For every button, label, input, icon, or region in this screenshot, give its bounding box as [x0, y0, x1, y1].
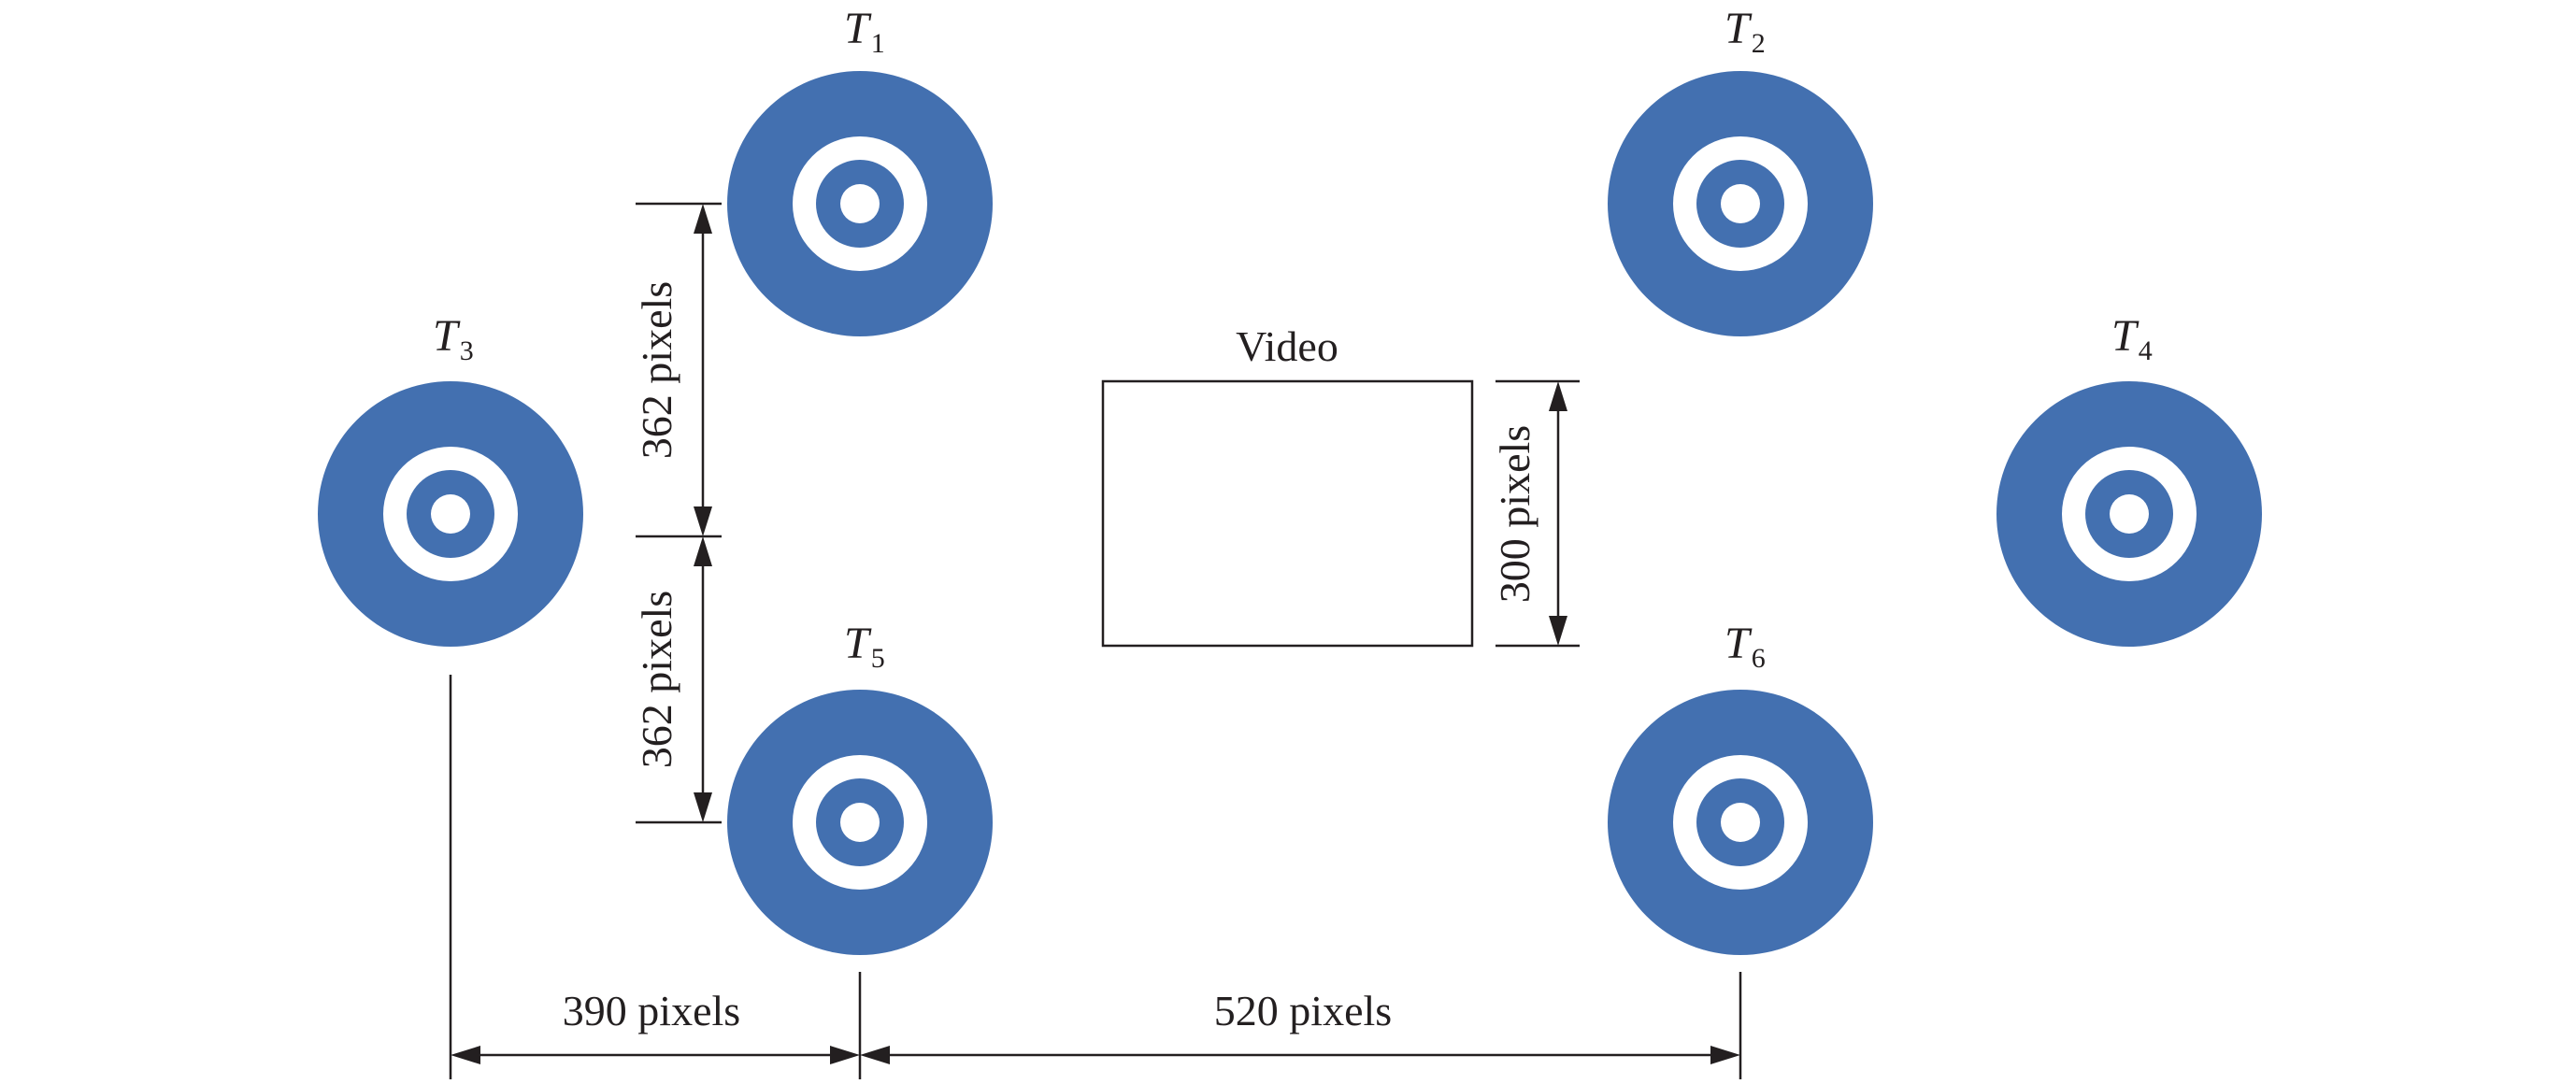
arrowhead	[694, 204, 712, 234]
target-t5	[727, 690, 993, 955]
dim-label-t5-to-t6: 520 pixels	[1214, 987, 1392, 1034]
target-label-t5: T5	[844, 619, 885, 674]
arrowhead	[830, 1046, 860, 1064]
target-t2	[1608, 71, 1873, 336]
arrowhead	[694, 536, 712, 566]
dim-label-video-height: 300 pixels	[1491, 425, 1538, 603]
arrowhead	[694, 792, 712, 822]
target-t1	[727, 71, 993, 336]
dim-label-mid-to-t5: 362 pixels	[633, 591, 680, 768]
target-label-t1: T1	[844, 4, 885, 59]
dimension-horizontal-bottom	[449, 675, 1742, 1079]
arrowhead	[451, 1046, 480, 1064]
target-label-t6: T6	[1724, 619, 1766, 674]
dim-label-t3-to-t5: 390 pixels	[563, 987, 740, 1034]
video-label: Video	[1236, 322, 1338, 370]
dim-label-t1-to-mid: 362 pixels	[633, 281, 680, 459]
arrowhead	[1710, 1046, 1740, 1064]
target-label-t2: T2	[1724, 4, 1766, 59]
arrowhead	[1549, 381, 1567, 411]
dimension-vertical-left	[636, 202, 722, 824]
target-center-dot	[431, 494, 470, 534]
target-center-dot	[840, 184, 880, 223]
target-t3	[318, 381, 583, 647]
arrowhead	[860, 1046, 890, 1064]
target-label-t4: T4	[2111, 311, 2153, 366]
target-center-dot	[1721, 803, 1760, 842]
target-t4	[1996, 381, 2262, 647]
dimension-video-height	[1496, 379, 1580, 648]
arrowhead	[694, 506, 712, 536]
arrowhead	[1549, 616, 1567, 646]
target-center-dot	[840, 803, 880, 842]
target-center-dot	[2110, 494, 2149, 534]
target-t6	[1608, 690, 1873, 955]
target-label-t3: T3	[433, 311, 474, 366]
target-center-dot	[1721, 184, 1760, 223]
video-box	[1101, 379, 1474, 648]
